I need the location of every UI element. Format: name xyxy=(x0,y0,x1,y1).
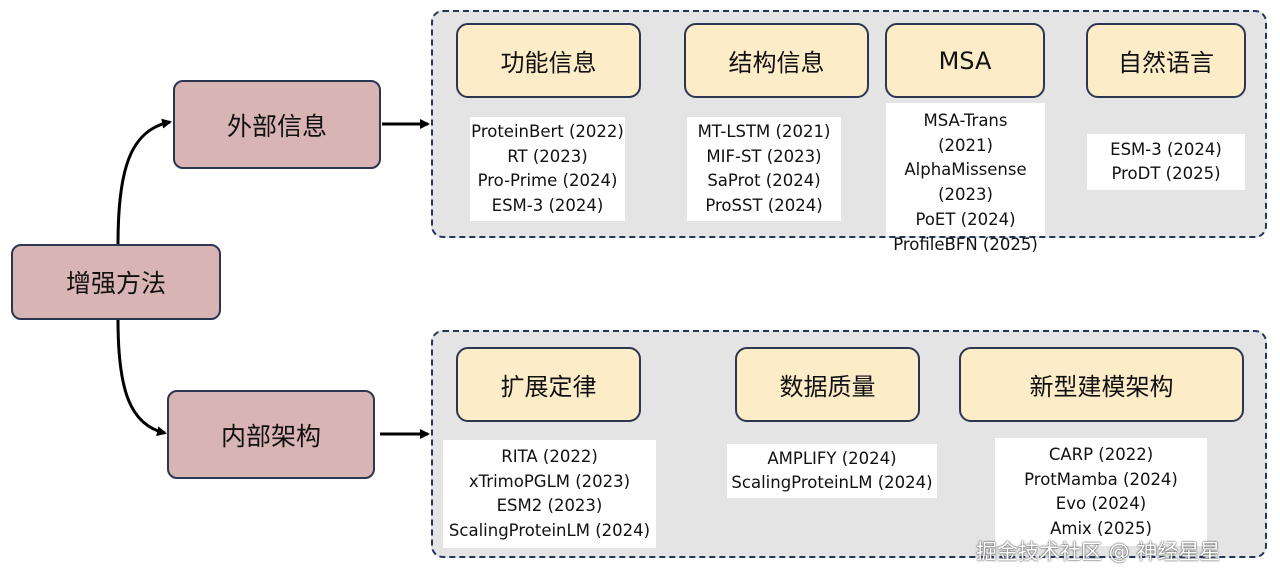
list-item: ProfileBFN (2025) xyxy=(893,234,1038,254)
list-item: PoET (2024) xyxy=(915,209,1016,229)
internal-arch-label: 内部架构 xyxy=(220,421,321,451)
list-item: Evo (2024) xyxy=(1055,494,1147,513)
structural-info-list: MT-LSTM (2021) MIF-ST (2023) SaProt (202… xyxy=(687,117,841,221)
category-title: 扩展定律 xyxy=(500,373,597,401)
scaling-law-list: RITA (2022) xTrimoPGLM (2023) ESM2 (2023… xyxy=(443,440,656,548)
category-msa: MSA xyxy=(885,23,1045,98)
list-item: ESM-3 (2024) xyxy=(491,195,604,215)
list-item: ProDT (2025) xyxy=(1111,164,1221,183)
list-item: AlphaMissense xyxy=(904,160,1027,180)
list-item: RITA (2022) xyxy=(501,447,598,466)
list-item: ScalingProteinLM (2024) xyxy=(731,473,933,492)
natural-language-list: ESM-3 (2024) ProDT (2025) xyxy=(1087,134,1245,190)
msa-list: MSA-Trans (2021) AlphaMissense (2023) Po… xyxy=(886,103,1045,254)
internal-arch-node: 内部架构 xyxy=(167,390,375,479)
list-item: MIF-ST (2023) xyxy=(706,146,822,166)
list-item: (2021) xyxy=(938,135,993,155)
root-to-internal-arrow xyxy=(116,319,167,437)
external-info-node: 外部信息 xyxy=(173,80,381,169)
list-item: ProSST (2024) xyxy=(705,195,823,215)
root-label: 增强方法 xyxy=(65,269,166,298)
root-node: 增强方法 xyxy=(11,244,221,320)
category-title: 新型建模架构 xyxy=(1029,373,1174,401)
category-title: 结构信息 xyxy=(728,49,825,77)
category-new-modeling-arch: 新型建模架构 xyxy=(959,347,1244,422)
list-item: MSA-Trans xyxy=(923,111,1008,130)
category-title: 数据质量 xyxy=(779,373,876,401)
list-item: Amix (2025) xyxy=(1050,518,1152,538)
data-quality-list: AMPLIFY (2024) ScalingProteinLM (2024) xyxy=(727,444,937,498)
list-item: xTrimoPGLM (2023) xyxy=(468,471,631,491)
category-title: 自然语言 xyxy=(1118,49,1214,77)
category-scaling-law: 扩展定律 xyxy=(456,347,641,422)
category-structural-info: 结构信息 xyxy=(684,23,869,98)
new-modeling-arch-list: CARP (2022) ProtMamba (2024) Evo (2024) … xyxy=(995,438,1207,546)
list-item: Pro-Prime (2024) xyxy=(477,171,618,190)
list-item: ESM2 (2023) xyxy=(496,496,603,515)
list-item: ESM-3 (2024) xyxy=(1110,139,1222,159)
list-item: ProtMamba (2024) xyxy=(1024,469,1178,489)
list-item: MT-LSTM (2021) xyxy=(697,122,831,141)
category-title: MSA xyxy=(938,46,992,75)
functional-info-list: ProteinBert (2022) RT (2023) Pro-Prime (… xyxy=(470,117,625,221)
list-item: ProteinBert (2022) xyxy=(471,122,624,141)
external-info-label: 外部信息 xyxy=(226,111,327,141)
list-item: CARP (2022) xyxy=(1048,445,1154,464)
category-functional-info: 功能信息 xyxy=(456,23,641,98)
list-item: ScalingProteinLM (2024) xyxy=(448,520,651,540)
list-item: (2023) xyxy=(938,185,993,205)
category-natural-language: 自然语言 xyxy=(1086,23,1246,98)
list-item: RT (2023) xyxy=(507,146,588,166)
list-item: SaProt (2024) xyxy=(707,171,821,190)
category-title: 功能信息 xyxy=(500,49,597,77)
list-item: AMPLIFY (2024) xyxy=(767,448,897,468)
root-to-external-arrow xyxy=(116,118,172,245)
watermark: 掘金技术社区 @ 神经星星 xyxy=(976,540,1221,564)
category-data-quality: 数据质量 xyxy=(735,347,920,422)
